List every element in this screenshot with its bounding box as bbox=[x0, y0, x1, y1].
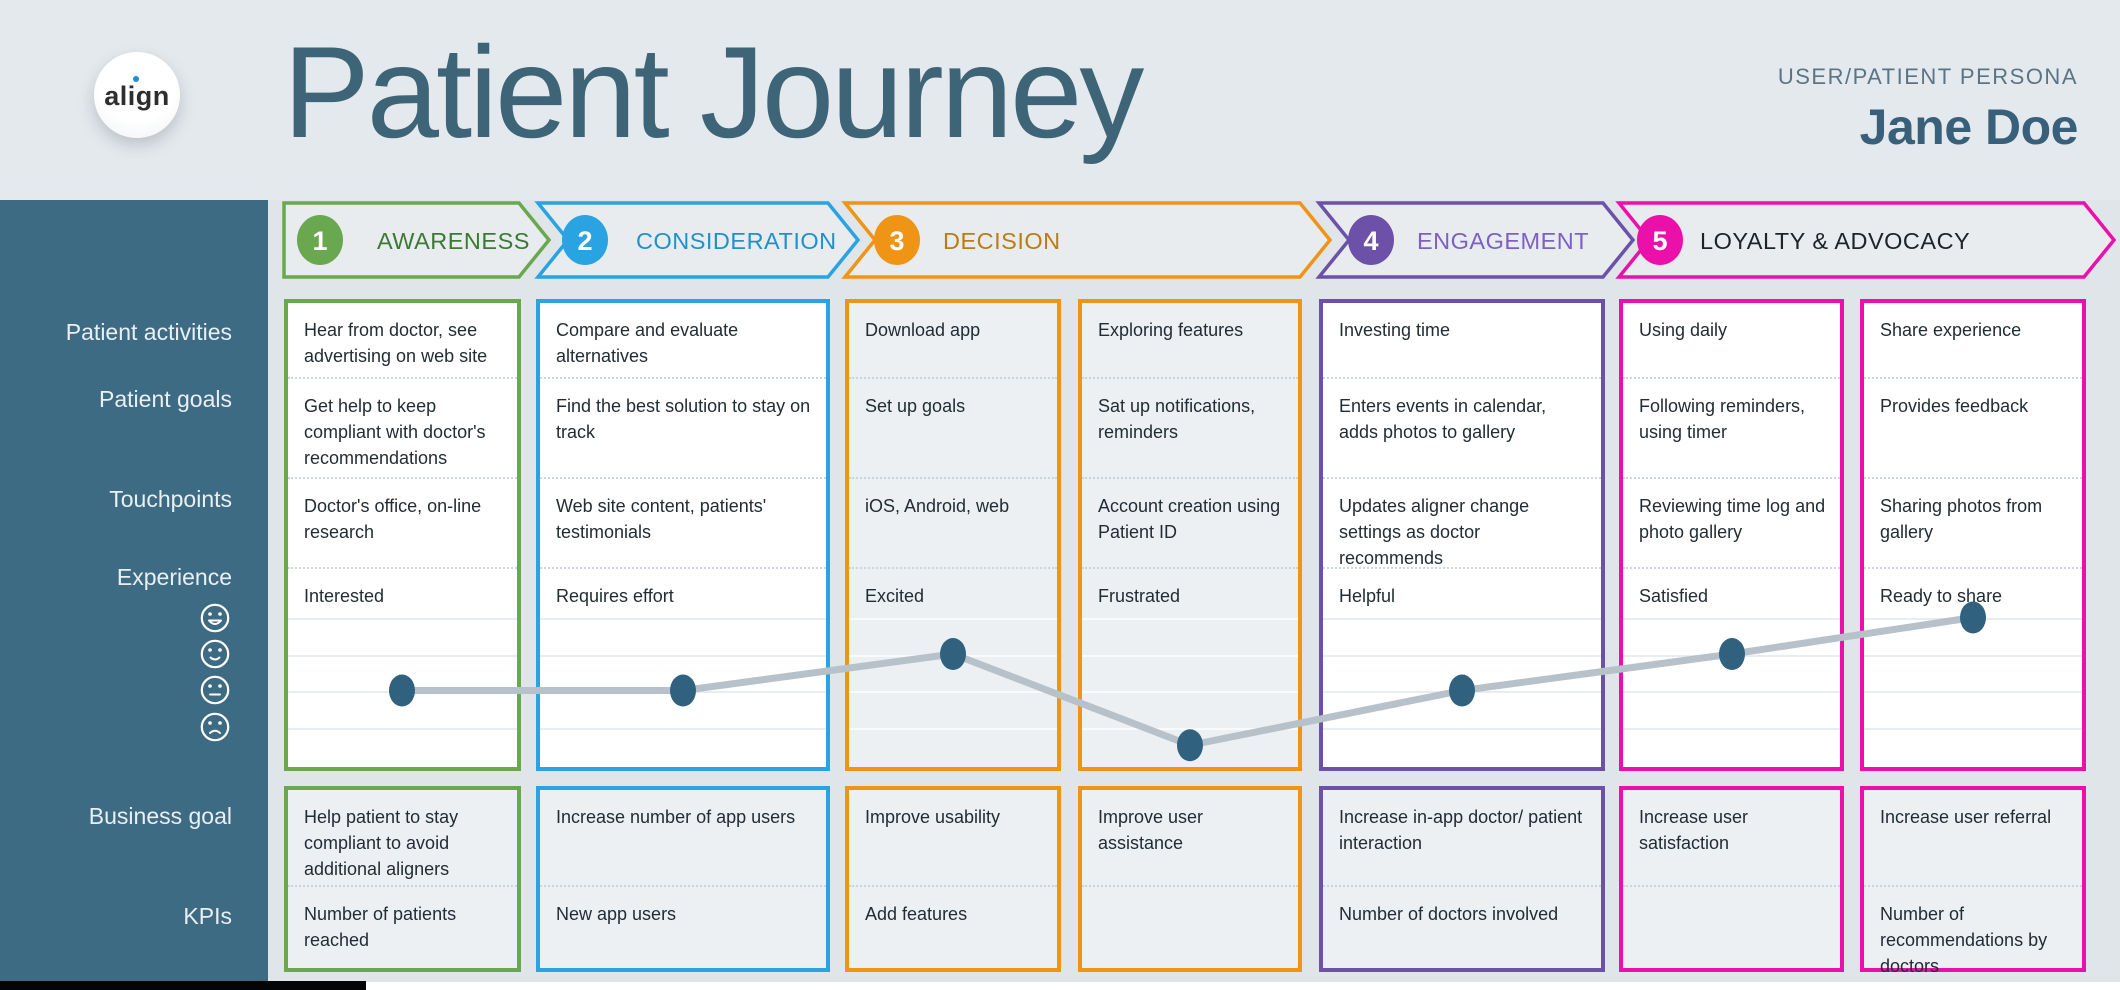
journey-column-loyalty-2: Share experience Provides feedback Shari… bbox=[1860, 299, 2086, 771]
journey-column-engagement: Investing time Enters events in calendar… bbox=[1319, 299, 1605, 771]
activities-text: Hear from doctor, see advertising on web… bbox=[304, 320, 488, 367]
goals-text: Following reminders, using timer bbox=[1639, 396, 1806, 443]
neutral-face-icon bbox=[198, 673, 232, 707]
svg-text:4: 4 bbox=[1363, 226, 1378, 256]
svg-text:2: 2 bbox=[577, 226, 592, 256]
kpi-text: Add features bbox=[865, 904, 968, 924]
activities-text: Download app bbox=[865, 320, 981, 340]
phase-label: LOYALTY & ADVOCACY bbox=[1700, 228, 1970, 254]
touchpoints-text: Sharing photos from gallery bbox=[1880, 496, 2043, 543]
phase-engagement: 4 ENGAGEMENT bbox=[1315, 201, 1636, 279]
phase-decision: 3 DECISION bbox=[841, 201, 1333, 279]
align-logo-blue-dot-icon bbox=[133, 76, 139, 82]
journey-column-decision-1: Download app Set up goals iOS, Android, … bbox=[845, 299, 1061, 771]
row-labels-sidebar bbox=[0, 200, 268, 982]
activities-text: Share experience bbox=[1880, 320, 2022, 340]
row-label-business-goal: Business goal bbox=[88, 803, 232, 829]
kpi-text bbox=[1082, 887, 1298, 901]
kpi-text bbox=[1623, 887, 1840, 901]
smile-face-icon bbox=[198, 637, 232, 671]
row-label-experience: Experience bbox=[116, 564, 232, 590]
goals-text: Set up goals bbox=[865, 396, 966, 416]
activities-text: Compare and evaluate alternatives bbox=[556, 320, 739, 367]
bottom-edge-bar bbox=[0, 981, 366, 990]
goal-kpi-card: Help patient to stay compliant to avoid … bbox=[284, 786, 521, 972]
journey-column-awareness: Hear from doctor, see advertising on web… bbox=[284, 299, 521, 771]
row-label-touchpoints: Touchpoints bbox=[109, 486, 232, 512]
phase-label: DECISION bbox=[943, 228, 1061, 254]
phase-loyalty-advocacy: 5 LOYALTY & ADVOCACY bbox=[1615, 201, 2117, 279]
sad-face-icon bbox=[198, 710, 232, 744]
kpi-text: Number of recommendations by doctors bbox=[1880, 904, 2048, 977]
goals-text: Enters events in calendar, adds photos t… bbox=[1339, 396, 1547, 443]
phase-number-badge bbox=[297, 215, 343, 265]
experience-text: Helpful bbox=[1339, 586, 1396, 606]
goals-text: Get help to keep compliant with doctor's… bbox=[304, 396, 486, 469]
phase-number-badge bbox=[1348, 215, 1394, 265]
touchpoints-text: Account creation using Patient ID bbox=[1098, 496, 1281, 543]
phase-label: CONSIDERATION bbox=[636, 228, 837, 254]
svg-text:5: 5 bbox=[1652, 226, 1667, 256]
business-goal-text: Help patient to stay compliant to avoid … bbox=[304, 807, 459, 880]
experience-text: Frustrated bbox=[1098, 586, 1181, 606]
experience-text: Excited bbox=[865, 586, 925, 606]
activities-text: Using daily bbox=[1639, 320, 1728, 340]
goal-kpi-card: Increase number of app users New app use… bbox=[536, 786, 830, 972]
business-goal-text: Improve usability bbox=[865, 807, 1001, 827]
experience-text: Interested bbox=[304, 586, 385, 606]
touchpoints-text: Updates aligner change settings as docto… bbox=[1339, 496, 1530, 569]
goal-kpi-card: Increase in-app doctor/ patient interact… bbox=[1319, 786, 1605, 972]
business-goal-text: Increase user referral bbox=[1880, 807, 2052, 827]
goal-kpi-card: Improve user assistance bbox=[1078, 786, 1302, 972]
touchpoints-text: Doctor's office, on-line research bbox=[304, 496, 482, 543]
bottom-strip bbox=[0, 982, 2120, 990]
kpi-text: Number of doctors involved bbox=[1339, 904, 1559, 924]
persona-name: Jane Doe bbox=[1859, 99, 2079, 155]
align-logo: align bbox=[94, 52, 180, 138]
phase-label: AWARENESS bbox=[377, 228, 530, 254]
goals-text: Sat up notifications, reminders bbox=[1098, 396, 1256, 443]
persona-block: USER/PATIENT PERSONA Jane Doe bbox=[1777, 64, 2079, 156]
business-goal-text: Increase user satisfaction bbox=[1639, 807, 1749, 854]
row-label-kpis: KPIs bbox=[183, 903, 232, 929]
touchpoints-text: iOS, Android, web bbox=[865, 496, 1010, 516]
phase-label: ENGAGEMENT bbox=[1417, 228, 1589, 254]
touchpoints-text: Web site content, patients' testimonials bbox=[556, 496, 767, 543]
touchpoints-text: Reviewing time log and photo gallery bbox=[1639, 496, 1826, 543]
experience-text: Ready to share bbox=[1880, 586, 2003, 606]
goal-kpi-card: Improve usability Add features bbox=[845, 786, 1061, 972]
row-label-patient-activities: Patient activities bbox=[65, 319, 232, 345]
phase-number-badge bbox=[874, 215, 920, 265]
row-label-patient-goals: Patient goals bbox=[99, 386, 232, 412]
phase-awareness: 1 AWARENESS bbox=[282, 201, 552, 279]
business-goal-text: Increase in-app doctor/ patient interact… bbox=[1339, 807, 1583, 854]
persona-label: USER/PATIENT PERSONA bbox=[1777, 64, 2078, 89]
kpi-text: New app users bbox=[556, 904, 677, 924]
phase-number-badge bbox=[1637, 215, 1683, 265]
journey-column-loyalty-1: Using daily Following reminders, using t… bbox=[1619, 299, 1844, 771]
goal-kpi-card: Increase user satisfaction bbox=[1619, 786, 1844, 972]
goals-text: Find the best solution to stay on track bbox=[556, 396, 811, 443]
phase-number-badge bbox=[562, 215, 608, 265]
svg-text:3: 3 bbox=[889, 226, 904, 256]
experience-text: Satisfied bbox=[1639, 586, 1709, 606]
experience-text: Requires effort bbox=[556, 586, 674, 606]
activities-text: Exploring features bbox=[1098, 320, 1244, 340]
phase-consideration: 2 CONSIDERATION bbox=[534, 201, 861, 279]
business-goal-text: Increase number of app users bbox=[556, 807, 796, 827]
goals-text: Provides feedback bbox=[1880, 396, 2029, 416]
journey-column-consideration: Compare and evaluate alternatives Find t… bbox=[536, 299, 830, 771]
kpi-text: Number of patients reached bbox=[304, 904, 457, 951]
goal-kpi-card: Increase user referral Number of recomme… bbox=[1860, 786, 2086, 976]
header-band: align Patient Journey USER/PATIENT PERSO… bbox=[0, 0, 2120, 200]
journey-column-decision-2: Exploring features Sat up notifications,… bbox=[1078, 299, 1302, 771]
svg-text:1: 1 bbox=[312, 226, 327, 256]
happy-face-icon bbox=[198, 601, 232, 635]
page-title: Patient Journey bbox=[283, 19, 1144, 165]
business-goal-text: Improve user assistance bbox=[1098, 807, 1204, 854]
activities-text: Investing time bbox=[1339, 320, 1451, 340]
align-logo-text: align bbox=[104, 81, 170, 111]
